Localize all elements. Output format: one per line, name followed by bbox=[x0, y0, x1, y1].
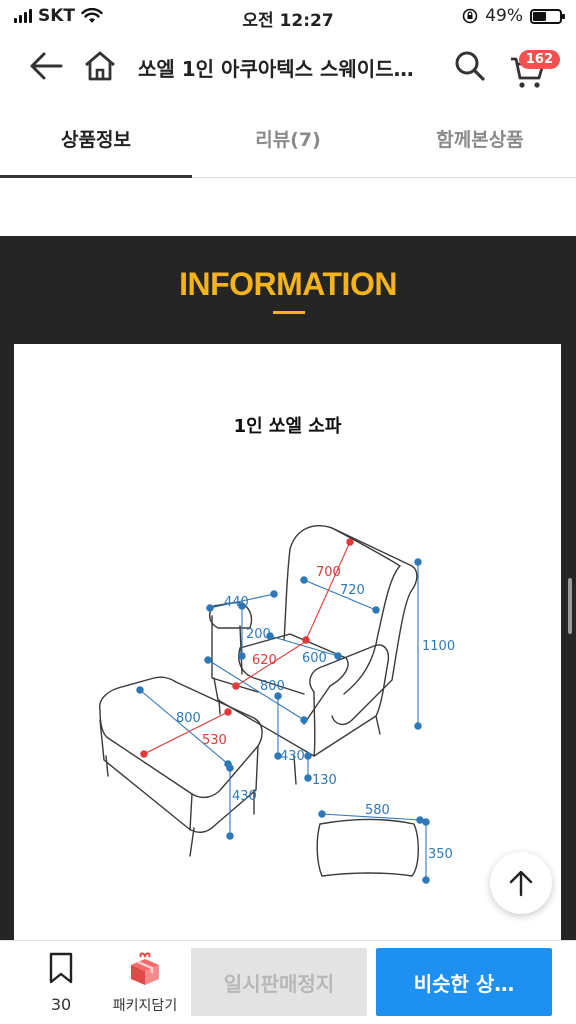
bookmark-button[interactable]: 30 bbox=[36, 951, 86, 1014]
bottom-action-bar: 30 패키지담기 일시판매정지 비슷한 상… bbox=[0, 940, 576, 1024]
home-button[interactable] bbox=[76, 42, 124, 90]
carrier-label: SKT bbox=[38, 6, 76, 26]
cart-button[interactable]: 162 bbox=[504, 42, 570, 90]
bookmark-icon bbox=[49, 952, 73, 984]
sofa-dimension-diagram: 440 200 700 720 620 600 800 1100 430 130… bbox=[99, 525, 455, 884]
tab-product-info[interactable]: 상품정보 bbox=[0, 100, 192, 178]
dim-seat-height: 430 bbox=[280, 749, 305, 764]
dim-ottoman-width: 530 bbox=[202, 733, 227, 748]
dim-total-height: 1100 bbox=[422, 639, 455, 654]
dim-pillow-height: 350 bbox=[428, 847, 453, 862]
product-title: 쏘엘 1인 아쿠아텍스 스웨이드… bbox=[138, 57, 414, 81]
dim-ottoman-depth: 800 bbox=[176, 711, 201, 726]
information-section: INFORMATION 1인 쏘엘 소파 bbox=[0, 236, 576, 964]
scroll-top-button[interactable] bbox=[490, 852, 552, 914]
package-label: 패키지담기 bbox=[112, 998, 178, 1014]
status-bar: SKT 오전 12:27 49% bbox=[0, 0, 576, 34]
status-left: SKT bbox=[14, 6, 103, 26]
package-button[interactable]: 패키지담기 bbox=[104, 951, 186, 1015]
search-button[interactable] bbox=[446, 42, 494, 90]
status-right: 49% bbox=[462, 6, 565, 26]
tab-viewed-together[interactable]: 함께본상품 bbox=[436, 129, 524, 151]
heading-underline bbox=[273, 311, 305, 314]
information-heading: INFORMATION bbox=[179, 266, 397, 302]
sale-paused-button[interactable]: 일시판매정지 bbox=[191, 948, 367, 1016]
status-time: 오전 12:27 bbox=[242, 11, 334, 31]
dim-pillow-width: 580 bbox=[365, 803, 390, 818]
tab-bar: 상품정보 리뷰(7) 함께본상품 bbox=[0, 100, 576, 178]
back-arrow-icon bbox=[30, 52, 63, 80]
dim-seat-depth: 600 bbox=[302, 651, 327, 666]
wifi-icon bbox=[81, 8, 103, 23]
signal-icon bbox=[14, 9, 32, 23]
back-button[interactable] bbox=[22, 42, 70, 90]
search-icon bbox=[455, 51, 485, 81]
dim-seat-width: 620 bbox=[252, 653, 277, 668]
similar-products-button[interactable]: 비슷한 상… bbox=[376, 948, 552, 1016]
dim-total-depth: 800 bbox=[260, 679, 285, 694]
gift-box-icon bbox=[131, 952, 159, 985]
dim-arm-depth: 440 bbox=[224, 595, 249, 610]
app-header: 쏘엘 1인 아쿠아텍스 스웨이드… 162 bbox=[0, 34, 576, 100]
rotation-lock-icon bbox=[462, 8, 478, 24]
cart-count-badge: 162 bbox=[518, 50, 560, 69]
battery-icon bbox=[530, 8, 565, 24]
dim-arm-height: 200 bbox=[246, 627, 271, 642]
arrow-up-icon bbox=[509, 870, 533, 897]
dimension-card: 1인 쏘엘 소파 bbox=[14, 344, 561, 964]
home-icon bbox=[85, 51, 115, 81]
dim-back-width: 720 bbox=[340, 583, 365, 598]
dim-ottoman-height: 430 bbox=[232, 789, 257, 804]
scroll-indicator[interactable] bbox=[568, 578, 572, 634]
bookmark-count: 30 bbox=[50, 995, 72, 1014]
dim-leg-height: 130 bbox=[312, 773, 337, 788]
card-title: 1인 쏘엘 소파 bbox=[233, 416, 342, 437]
dim-back-height: 700 bbox=[316, 565, 341, 580]
tab-reviews[interactable]: 리뷰(7) bbox=[255, 129, 321, 151]
battery-percent: 49% bbox=[485, 6, 523, 26]
